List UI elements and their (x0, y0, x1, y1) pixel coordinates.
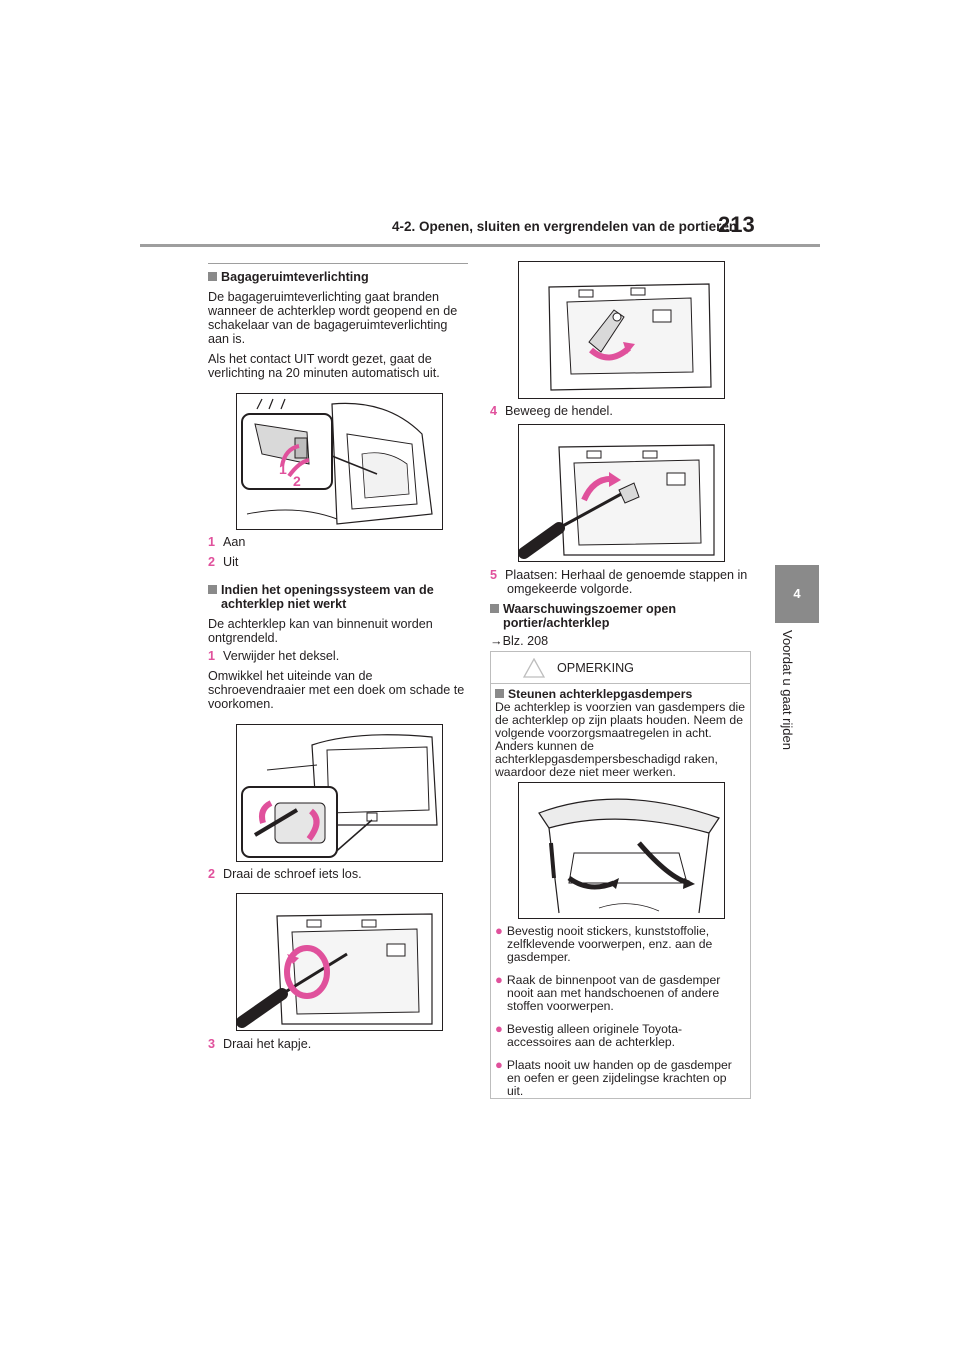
page-reference: →Blz. 208 (490, 634, 549, 648)
heading-luggage-light: Bagageruimteverlichting (208, 270, 470, 284)
heading-tailgate-fallback: Indien het openingssysteem van de achter… (208, 583, 470, 611)
square-bullet-icon (495, 689, 504, 698)
paragraph: Als het contact UIT wordt gezet, gaat de… (208, 352, 440, 380)
note-box: OPMERKING Steunen achterklepgasdempers D… (490, 651, 751, 1099)
warning-triangle-icon (523, 658, 545, 678)
tailgate-fallback-section: Indien het openingssysteem van de achter… (208, 583, 470, 711)
note-heading: Steunen achterklepgasdempers (495, 688, 745, 701)
note-bullet: ●Plaats nooit uw handen op de gasdemper … (495, 1057, 732, 1098)
note-body: De achterklep is voorzien van gasdempers… (495, 700, 745, 779)
figure-luggage-light: 1 2 (236, 393, 443, 530)
page-number: 213 (718, 212, 755, 237)
note-intro: Steunen achterklepgasdempers De achterkl… (495, 688, 745, 779)
figure-move-lever (518, 424, 725, 562)
figure-gas-struts (518, 782, 725, 919)
gas-struts-illustration (538, 798, 720, 914)
note-bullet: ●Raak de binnenpoot van de gasdemper noo… (495, 972, 721, 1013)
figure-loosen-screw (236, 893, 443, 1031)
chapter-tab: 4 (775, 565, 819, 623)
paragraph: De bagageruimteverlichting gaat branden … (208, 290, 458, 346)
callout-2: 2 (293, 473, 301, 489)
chapter-label-wrap: Voordat u gaat rijden (760, 630, 830, 760)
note-bullet: ●Bevestig alleen originele Toyota-access… (495, 1021, 683, 1049)
luggage-light-illustration: 1 2 (241, 398, 433, 525)
note-bullets: ●Bevestig nooit stickers, kunststoffolie… (495, 924, 745, 1098)
paragraph: De achterklep kan van binnenuit worden o… (208, 617, 433, 645)
bullet-dot-icon: ● (495, 1057, 503, 1072)
figure-turn-cap (518, 261, 725, 399)
callout-1: 1 (279, 461, 287, 477)
note-title: OPMERKING (557, 661, 634, 675)
heading-open-door-buzzer: Waarschuwingszoemer open portier/achterk… (490, 602, 752, 630)
figure-remove-cover (236, 724, 443, 862)
chapter-label: Voordat u gaat rijden (780, 630, 795, 750)
section-title: 4-2. Openen, sluiten en vergrendelen van… (392, 219, 738, 234)
paragraph: Omwikkel het uiteinde van de schroevendr… (208, 669, 465, 711)
remove-cover-illustration (241, 734, 438, 858)
note-bullet: ●Bevestig nooit stickers, kunststoffolie… (495, 923, 713, 964)
note-divider (491, 683, 750, 684)
bullet-dot-icon: ● (495, 923, 503, 938)
section-divider (208, 263, 468, 264)
bullet-dot-icon: ● (495, 1021, 503, 1036)
left-column: Bagageruimteverlichting De bagageruimtev… (208, 270, 470, 380)
turn-cap-illustration (548, 283, 712, 391)
loosen-screw-illustration (237, 913, 433, 1028)
header-rule (140, 244, 820, 247)
square-bullet-icon (208, 272, 217, 281)
square-bullet-icon (490, 604, 499, 613)
bullet-dot-icon: ● (495, 972, 503, 987)
square-bullet-icon (208, 585, 217, 594)
move-lever-illustration (519, 444, 715, 559)
